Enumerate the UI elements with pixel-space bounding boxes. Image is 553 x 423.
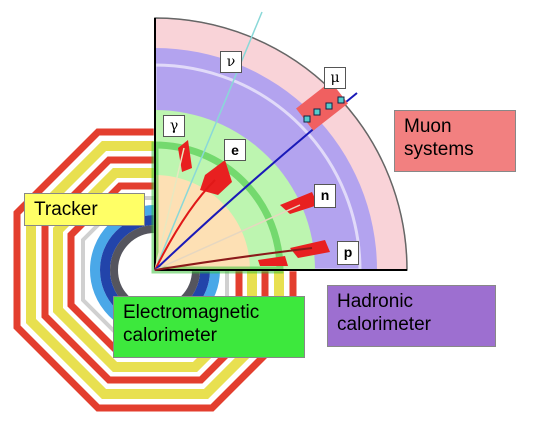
tracker-zone xyxy=(155,175,250,270)
muon-systems-label: Muon systems xyxy=(394,110,516,172)
electron-track xyxy=(154,179,216,271)
em-calorimeter-label: Electromagnetic calorimeter xyxy=(113,296,305,358)
proton-track xyxy=(154,247,313,271)
hadronic-calorimeter-label: Hadronic calorimeter xyxy=(327,285,496,347)
em-inner-ring xyxy=(151,141,284,274)
photon-shower xyxy=(178,140,192,172)
proton-tag: p xyxy=(337,241,359,265)
neutron-shower xyxy=(280,192,318,214)
photon-tag: γ xyxy=(163,115,185,137)
muon-detector-band xyxy=(153,63,362,272)
electron-tag: e xyxy=(224,139,246,161)
showers xyxy=(178,140,330,266)
tracker-label: Tracker xyxy=(24,193,145,226)
neutron-track xyxy=(154,204,301,271)
neutrino-track xyxy=(154,11,263,271)
photon-track xyxy=(154,147,185,271)
neutron-tag: n xyxy=(314,184,336,208)
detector-section xyxy=(151,17,408,274)
neutrino-tag: ν xyxy=(220,51,242,73)
muon-tag: μ xyxy=(324,67,346,89)
particle-tracks xyxy=(154,11,358,271)
